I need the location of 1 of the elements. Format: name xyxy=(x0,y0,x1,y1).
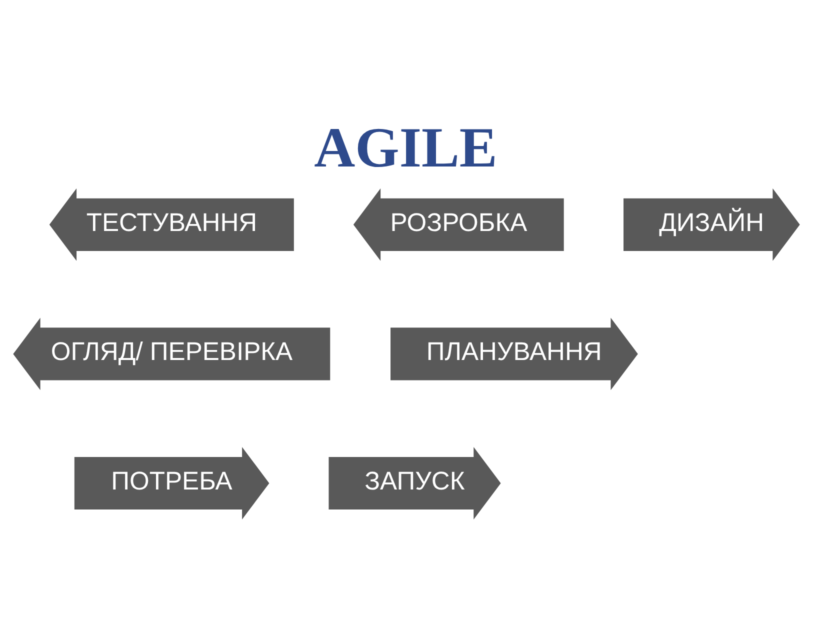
diagram-title: AGILE xyxy=(314,116,498,179)
